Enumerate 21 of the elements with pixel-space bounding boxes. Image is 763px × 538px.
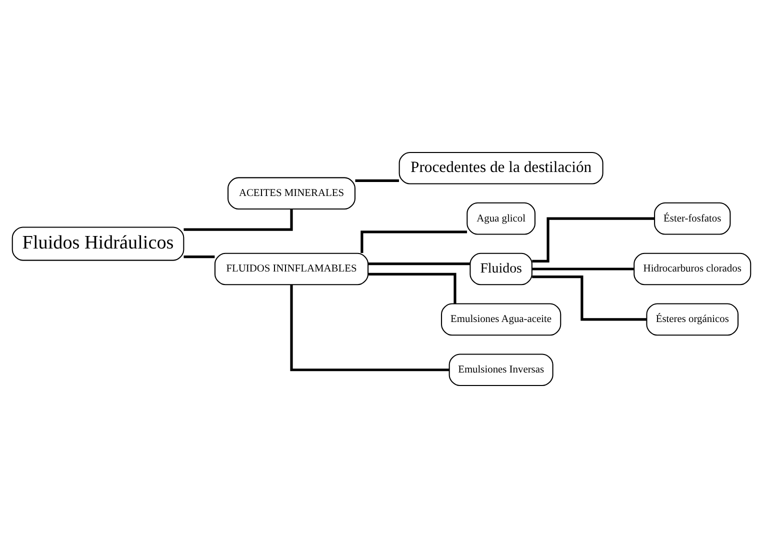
node-box: FLUIDOS ININFLAMABLES bbox=[214, 252, 369, 286]
node-box: ACEITES MINERALES bbox=[228, 177, 356, 210]
node-box: Fluidos bbox=[470, 252, 532, 286]
connector bbox=[360, 230, 468, 254]
connector bbox=[355, 179, 399, 182]
connector bbox=[368, 262, 470, 266]
connector bbox=[184, 256, 215, 258]
node-box: Emulsiones Inversas bbox=[448, 354, 554, 386]
node-box: Agua glicol bbox=[466, 202, 536, 235]
node-box: Éster-fosfatos bbox=[654, 202, 731, 235]
node-box: Procedentes de la destilación bbox=[398, 152, 604, 184]
connector bbox=[532, 276, 646, 321]
connector bbox=[184, 209, 293, 231]
node-box: Hidrocarburos clorados bbox=[634, 252, 752, 286]
connector bbox=[532, 217, 654, 262]
connector bbox=[290, 284, 450, 372]
node-box: Emulsiones Agua-aceite bbox=[440, 303, 562, 336]
connector bbox=[368, 272, 456, 304]
connector bbox=[532, 268, 634, 270]
node-box: Ésteres orgánicos bbox=[646, 303, 739, 336]
node-box: Fluidos Hidráulicos bbox=[12, 226, 184, 261]
